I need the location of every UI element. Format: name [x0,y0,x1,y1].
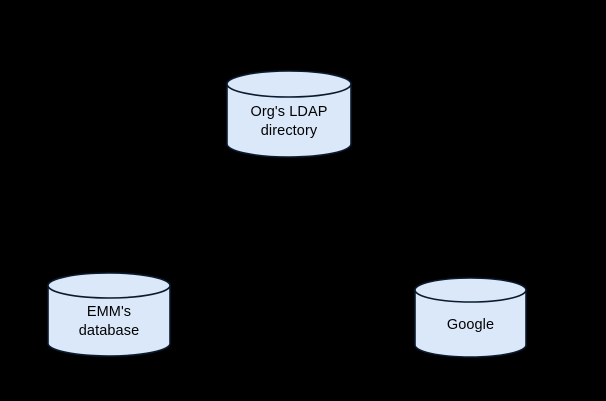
database-node-google[interactable]: Google [414,277,527,358]
database-node-emm[interactable]: EMM's database [47,272,171,357]
cylinder-shape-emm [47,272,171,357]
cylinder-shape-ldap [226,70,352,158]
database-node-ldap[interactable]: Org's LDAP directory [226,70,352,158]
cylinder-shape-google [414,277,527,358]
